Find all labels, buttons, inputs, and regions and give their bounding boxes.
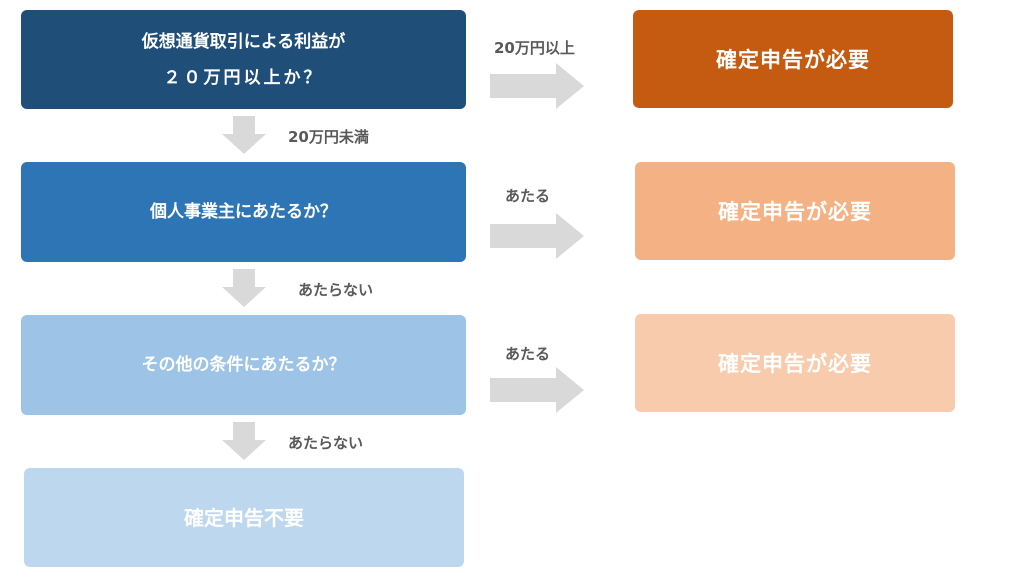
result-required-box-3: 確定申告が必要: [635, 314, 955, 412]
question-sole-proprietor-box: 個人事業主にあたるか？: [21, 162, 466, 262]
question-other-conditions-box: その他の条件にあたるか？: [21, 315, 466, 415]
result-required-text-1: 確定申告が必要: [716, 48, 870, 72]
result-required-box-2: 確定申告が必要: [635, 162, 955, 260]
arrow-right-1: [490, 63, 584, 109]
edge-label-applies-2: あたる: [505, 345, 551, 363]
result-not-required-text: 確定申告不要: [184, 505, 304, 530]
result-required-text-3: 確定申告が必要: [718, 352, 872, 376]
question-profit-line2: ２０万円以上か？: [163, 67, 324, 88]
question-sole-proprietor-text: 個人事業主にあたるか？: [150, 202, 337, 222]
arrow-down-3: [222, 422, 266, 460]
edge-label-20man-or-more: 20万円以上: [494, 39, 575, 57]
question-profit-line1: 仮想通貨取引による利益が: [141, 31, 346, 52]
question-other-conditions-text: その他の条件にあたるか？: [141, 355, 346, 375]
edge-label-applies-1: あたる: [505, 187, 551, 205]
arrow-down-1: [222, 116, 266, 154]
result-required-box-1: 確定申告が必要: [633, 10, 953, 108]
edge-label-not-applies-2: あたらない: [288, 434, 364, 452]
arrow-right-2: [490, 213, 584, 259]
result-not-required-box: 確定申告不要: [24, 468, 464, 567]
edge-label-not-applies-1: あたらない: [298, 281, 374, 299]
arrow-right-3: [490, 367, 584, 413]
arrow-down-2: [222, 269, 266, 307]
question-profit-box: 仮想通貨取引による利益が ２０万円以上か？: [21, 10, 466, 109]
edge-label-under-20man: 20万円未満: [288, 128, 369, 146]
result-required-text-2: 確定申告が必要: [718, 200, 872, 224]
